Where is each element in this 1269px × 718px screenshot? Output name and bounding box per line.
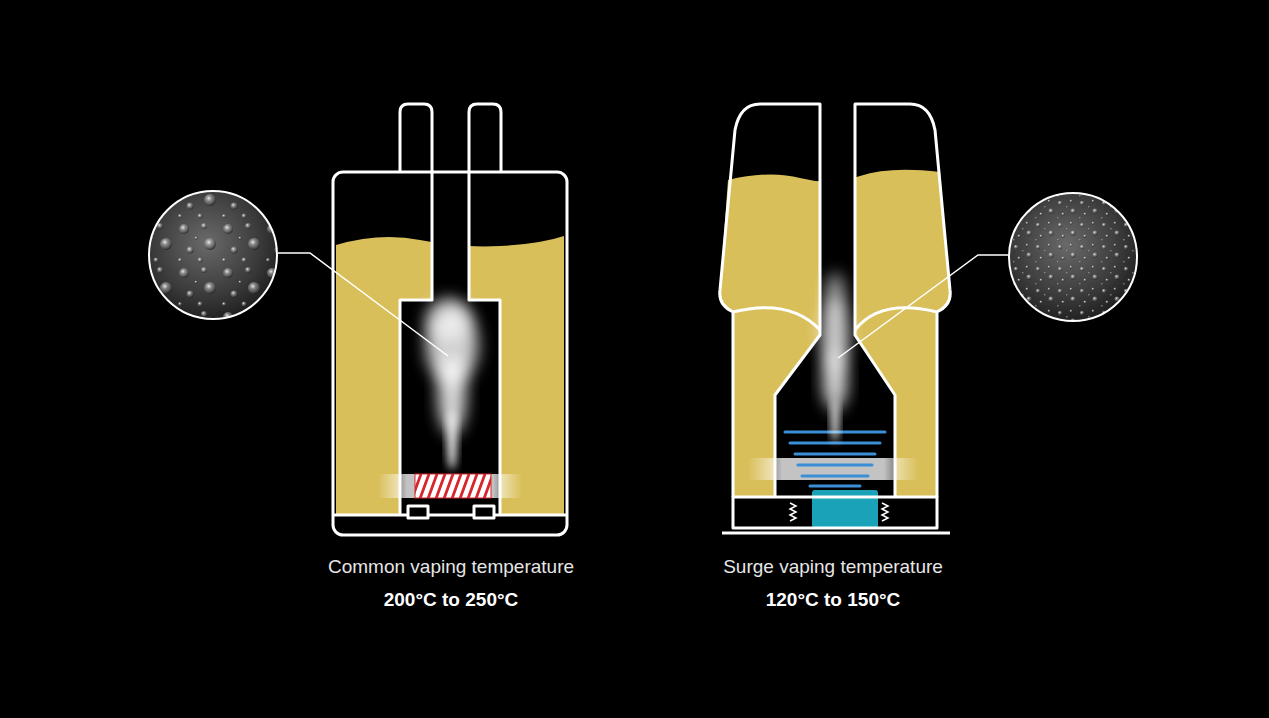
temperature-range: 120°C to 150°C (766, 589, 901, 612)
caption-title: Surge vaping temperature (723, 556, 943, 579)
caption-title: Common vaping temperature (328, 556, 574, 579)
temperature-range: 200°C to 250°C (384, 589, 519, 612)
